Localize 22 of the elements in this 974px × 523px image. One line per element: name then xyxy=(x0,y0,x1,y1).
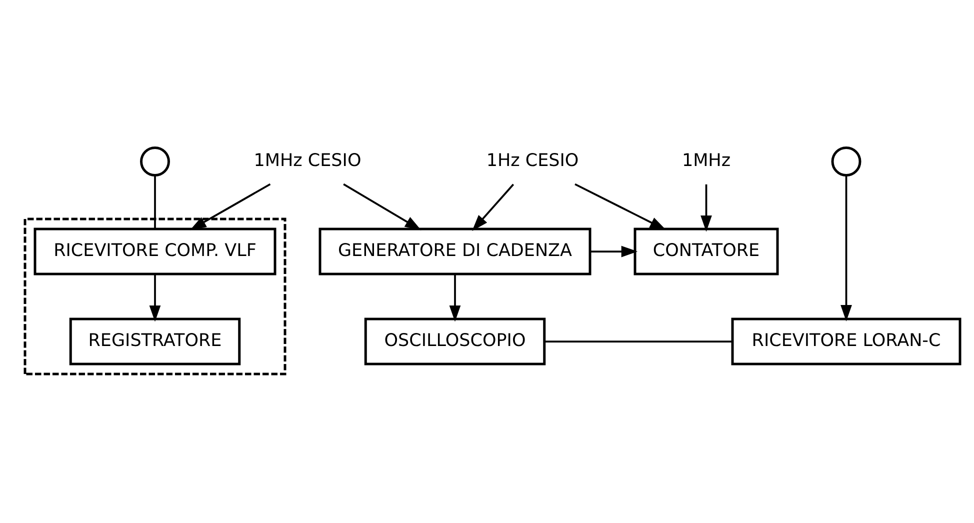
node-box: GENERATORE DI CADENZA xyxy=(318,228,591,276)
arrow xyxy=(590,246,638,258)
arrow xyxy=(189,183,270,230)
arrow xyxy=(472,184,514,231)
arrow xyxy=(700,184,712,232)
node-text: 1MHz xyxy=(681,151,730,172)
arrow xyxy=(148,274,160,322)
node-box: RICEVITORE LORAN-C xyxy=(730,318,961,366)
arrow xyxy=(342,183,421,230)
node-circle xyxy=(830,146,861,176)
node-text: 1Hz CESIO xyxy=(486,151,578,172)
node-box: OSCILLOSCOPIO xyxy=(364,318,546,366)
node-text: 1MHz CESIO xyxy=(253,151,361,172)
arrow xyxy=(840,176,852,322)
node-box: REGISTRATORE xyxy=(68,318,240,366)
connector xyxy=(544,340,732,342)
arrow xyxy=(448,274,460,322)
connector xyxy=(154,175,156,229)
node-circle xyxy=(140,146,170,176)
node-box: RICEVITORE COMP. VLF xyxy=(33,228,276,276)
node-box: CONTATORE xyxy=(633,228,778,276)
arrow xyxy=(574,183,666,230)
